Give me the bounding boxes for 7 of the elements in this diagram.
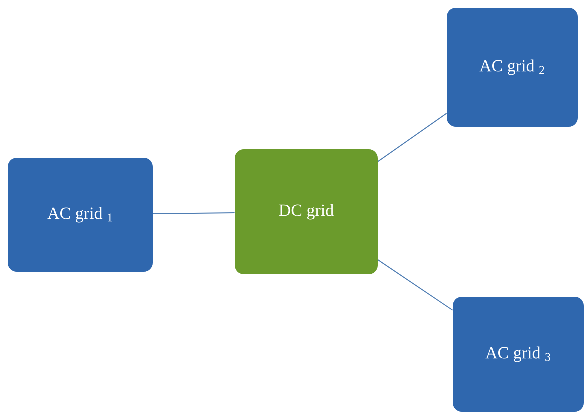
grid-box: DC grid (235, 150, 378, 274)
grid-box: AC grid $_{3}$ (453, 297, 584, 412)
connector-line (152, 212, 236, 215)
connector-line (378, 113, 448, 162)
grid-box: AC grid $_{1}$ (8, 158, 153, 272)
grid-box: AC grid $_{2}$ (447, 8, 578, 127)
connector-line (378, 260, 454, 311)
